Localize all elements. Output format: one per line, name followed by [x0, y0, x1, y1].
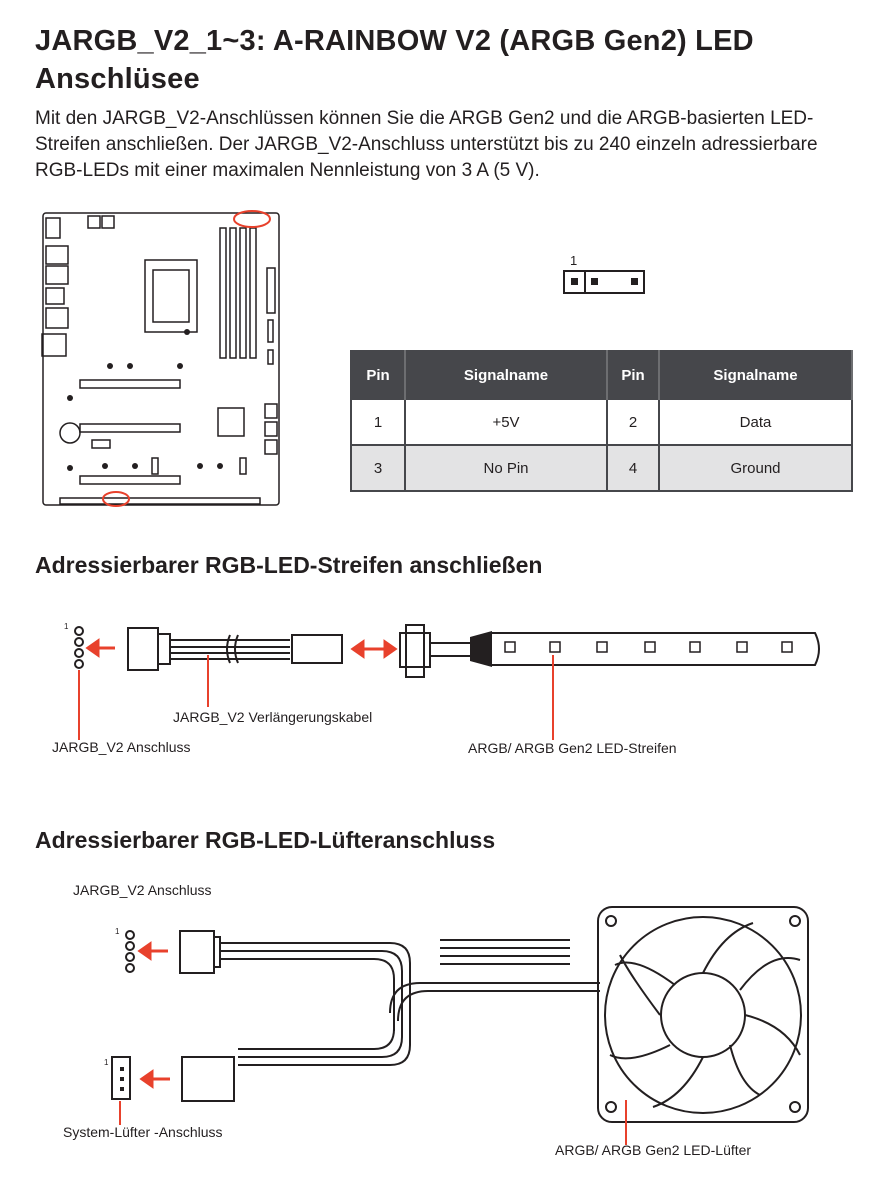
- led-strip-diagram: [74, 624, 820, 740]
- pin1-label: 1: [115, 927, 120, 936]
- header-pin: Pin: [607, 351, 660, 399]
- table-header-row: Pin Signalname Pin Signalname: [351, 351, 853, 399]
- header-label: JARGB_V2 Anschluss: [52, 739, 191, 755]
- table-cell: 4: [607, 444, 660, 491]
- table-cell: 3: [351, 444, 406, 491]
- fan-section-heading: Adressierbarer RGB-LED-Lüfteranschluss: [35, 827, 496, 853]
- motherboard-diagram: [41, 210, 280, 507]
- table-cell: No Pin: [405, 444, 608, 491]
- page-title: JARGB_V2_1~3: A-RAINBOW V2 (ARGB Gen2) L…: [35, 25, 754, 95]
- table-cell: Ground: [659, 444, 853, 491]
- table-row: 1 +5V 2 Data: [351, 398, 853, 445]
- pin1-label: 1: [104, 1058, 109, 1067]
- connector-pinout-icon: [563, 270, 645, 294]
- system-fan-header-label: System-Lüfter -Anschluss: [63, 1124, 223, 1140]
- table-cell: 1: [351, 398, 406, 445]
- extension-cable-label: JARGB_V2 Verlängerungskabel: [173, 709, 373, 725]
- fan-label: ARGB/ ARGB Gen2 LED-Lüfter: [555, 1142, 752, 1158]
- strip-section-heading: Adressierbarer RGB-LED-Streifen anschlie…: [35, 552, 543, 578]
- table-row: 3 No Pin 4 Ground: [351, 444, 853, 491]
- header-signal: Signalname: [659, 351, 853, 399]
- pin1-label: 1: [570, 253, 578, 268]
- pin-table: Pin Signalname Pin Signalname 1 +5V 2 Da…: [350, 350, 853, 492]
- header-label: JARGB_V2 Anschluss: [73, 882, 212, 898]
- fan-diagram: [111, 906, 809, 1145]
- header-pin: Pin: [351, 351, 406, 399]
- pin1-label: 1: [64, 622, 69, 631]
- table-cell: 2: [607, 398, 660, 445]
- table-cell: +5V: [405, 398, 608, 445]
- intro-paragraph: Mit den JARGB_V2-Anschlüssen können Sie …: [35, 108, 818, 181]
- table-cell: Data: [659, 398, 853, 445]
- strip-label: ARGB/ ARGB Gen2 LED-Streifen: [468, 740, 677, 756]
- header-signal: Signalname: [405, 351, 608, 399]
